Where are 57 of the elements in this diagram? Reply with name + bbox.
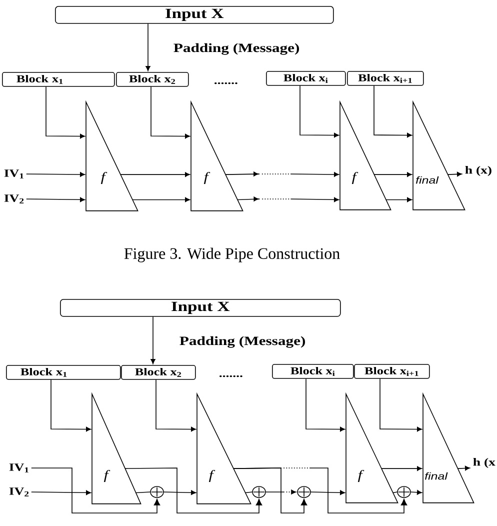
arrow [31,490,92,496]
signal-label: IV$_{2}$ [4,194,24,204]
xor-symbol [297,486,311,498]
arrow [447,172,462,177]
block-box: Block x$_{2}$ [116,72,189,87]
signal-label: h (x) [465,166,492,176]
xor-symbol [252,486,266,498]
block-box: Block x$_{1}$ [2,72,115,87]
arrow [225,172,340,177]
arrow [374,85,412,138]
block-box: Block x$_{2}$ [121,365,196,380]
signal-label: IV$_{1}$ [9,464,28,472]
xor-symbol [150,486,164,498]
arrow [310,490,346,495]
arrow [156,379,196,432]
arrow [150,86,190,139]
arrow [457,466,470,471]
arrow [150,316,156,364]
arrow [266,490,296,494]
block-box: Block x$_{i}$ [272,364,354,379]
signal-label: IV$_{2}$ [9,488,29,496]
block-box: Block x$_{i}$ [266,71,346,86]
arrow [306,378,346,432]
block-box: Block x$_{1}$ [6,365,121,380]
arrow [132,197,190,202]
arrow [46,86,86,139]
ellipsis-dots: ....... [214,82,238,84]
arrow [26,197,86,202]
arrow [31,468,160,514]
arrow [237,196,340,202]
block-box: Block x$_{i+1}$ [347,71,424,86]
xor-symbol [397,486,411,498]
connector-line [135,492,150,494]
arrow [300,85,340,138]
arrow [233,468,408,514]
arrow [374,172,412,177]
arrow [380,378,422,432]
arrow [120,172,190,177]
arrow [146,23,150,72]
ellipsis-dots: ....... [220,375,242,378]
connector-line [392,492,398,494]
input-box: Input X [55,6,334,24]
arrow [124,468,262,514]
signal-label: IV$_{1}$ [4,170,24,178]
connector-line [244,492,252,494]
arrow [164,490,196,495]
signal-label: h (x [473,458,496,468]
edge-label: Padding (Message) [180,336,305,348]
edge-label: Padding (Message) [174,43,299,55]
figure-caption: Figure 3. Wide Pipe Construction [124,248,340,262]
arrow [410,490,422,495]
input-box: Input X [60,299,341,317]
arrow [26,172,86,177]
arrow [386,197,412,202]
block-box: Block x$_{i+1}$ [354,364,430,379]
arrow [381,466,422,471]
arrow [50,379,92,432]
